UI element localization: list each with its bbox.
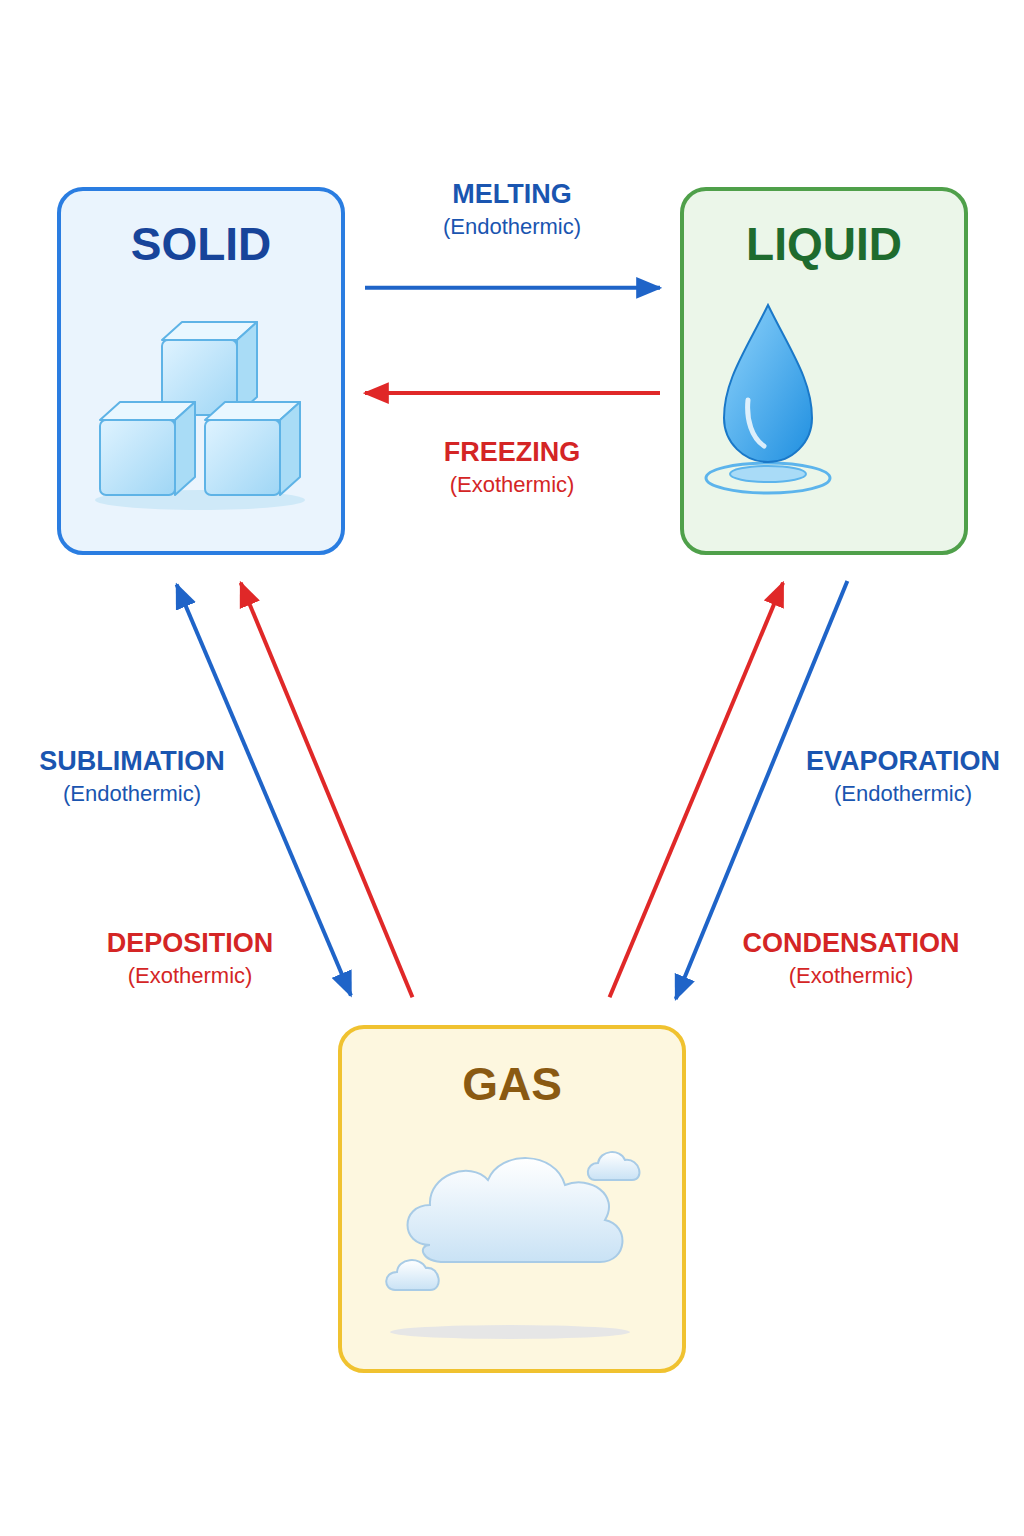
ice-cube — [205, 402, 300, 495]
state-title: GAS — [342, 1057, 682, 1111]
ice-cube — [100, 402, 195, 495]
transition-arrow — [365, 391, 660, 395]
water-drop — [706, 305, 830, 493]
cloud — [588, 1152, 640, 1180]
ripple — [730, 466, 806, 482]
cube-face — [100, 420, 175, 495]
ice-shadow — [95, 490, 305, 510]
cloud — [408, 1158, 623, 1262]
cube-face — [280, 402, 300, 495]
ripple — [706, 463, 830, 493]
cloud — [386, 1260, 438, 1290]
ice-cube — [162, 322, 257, 415]
state-box: GAS — [338, 1025, 686, 1373]
cloud-shadow — [390, 1325, 630, 1339]
transition-arrow — [365, 286, 660, 290]
cube-face — [175, 402, 195, 495]
state-box: LIQUID — [680, 187, 968, 555]
state-title: SOLID — [61, 217, 341, 271]
transition-label: EVAPORATION (Endothermic) — [783, 743, 1023, 809]
cube-face — [162, 322, 257, 340]
state-title: LIQUID — [684, 217, 964, 271]
cube-face — [205, 420, 280, 495]
transition-label: FREEZING (Exothermic) — [392, 434, 632, 500]
transition-label: MELTING (Endothermic) — [392, 176, 632, 242]
drop-highlight — [748, 400, 764, 446]
drop-shape — [724, 305, 812, 462]
transition-label: CONDENSATION (Exothermic) — [731, 925, 971, 991]
transition-label: SUBLIMATION (Endothermic) — [12, 743, 252, 809]
transition-label: DEPOSITION (Exothermic) — [70, 925, 310, 991]
clouds — [386, 1152, 639, 1339]
ice-cubes — [95, 322, 305, 510]
state-box: SOLID — [57, 187, 345, 555]
cube-face — [162, 340, 237, 415]
cube-face — [205, 402, 300, 420]
cube-face — [100, 402, 195, 420]
cube-face — [237, 322, 257, 415]
